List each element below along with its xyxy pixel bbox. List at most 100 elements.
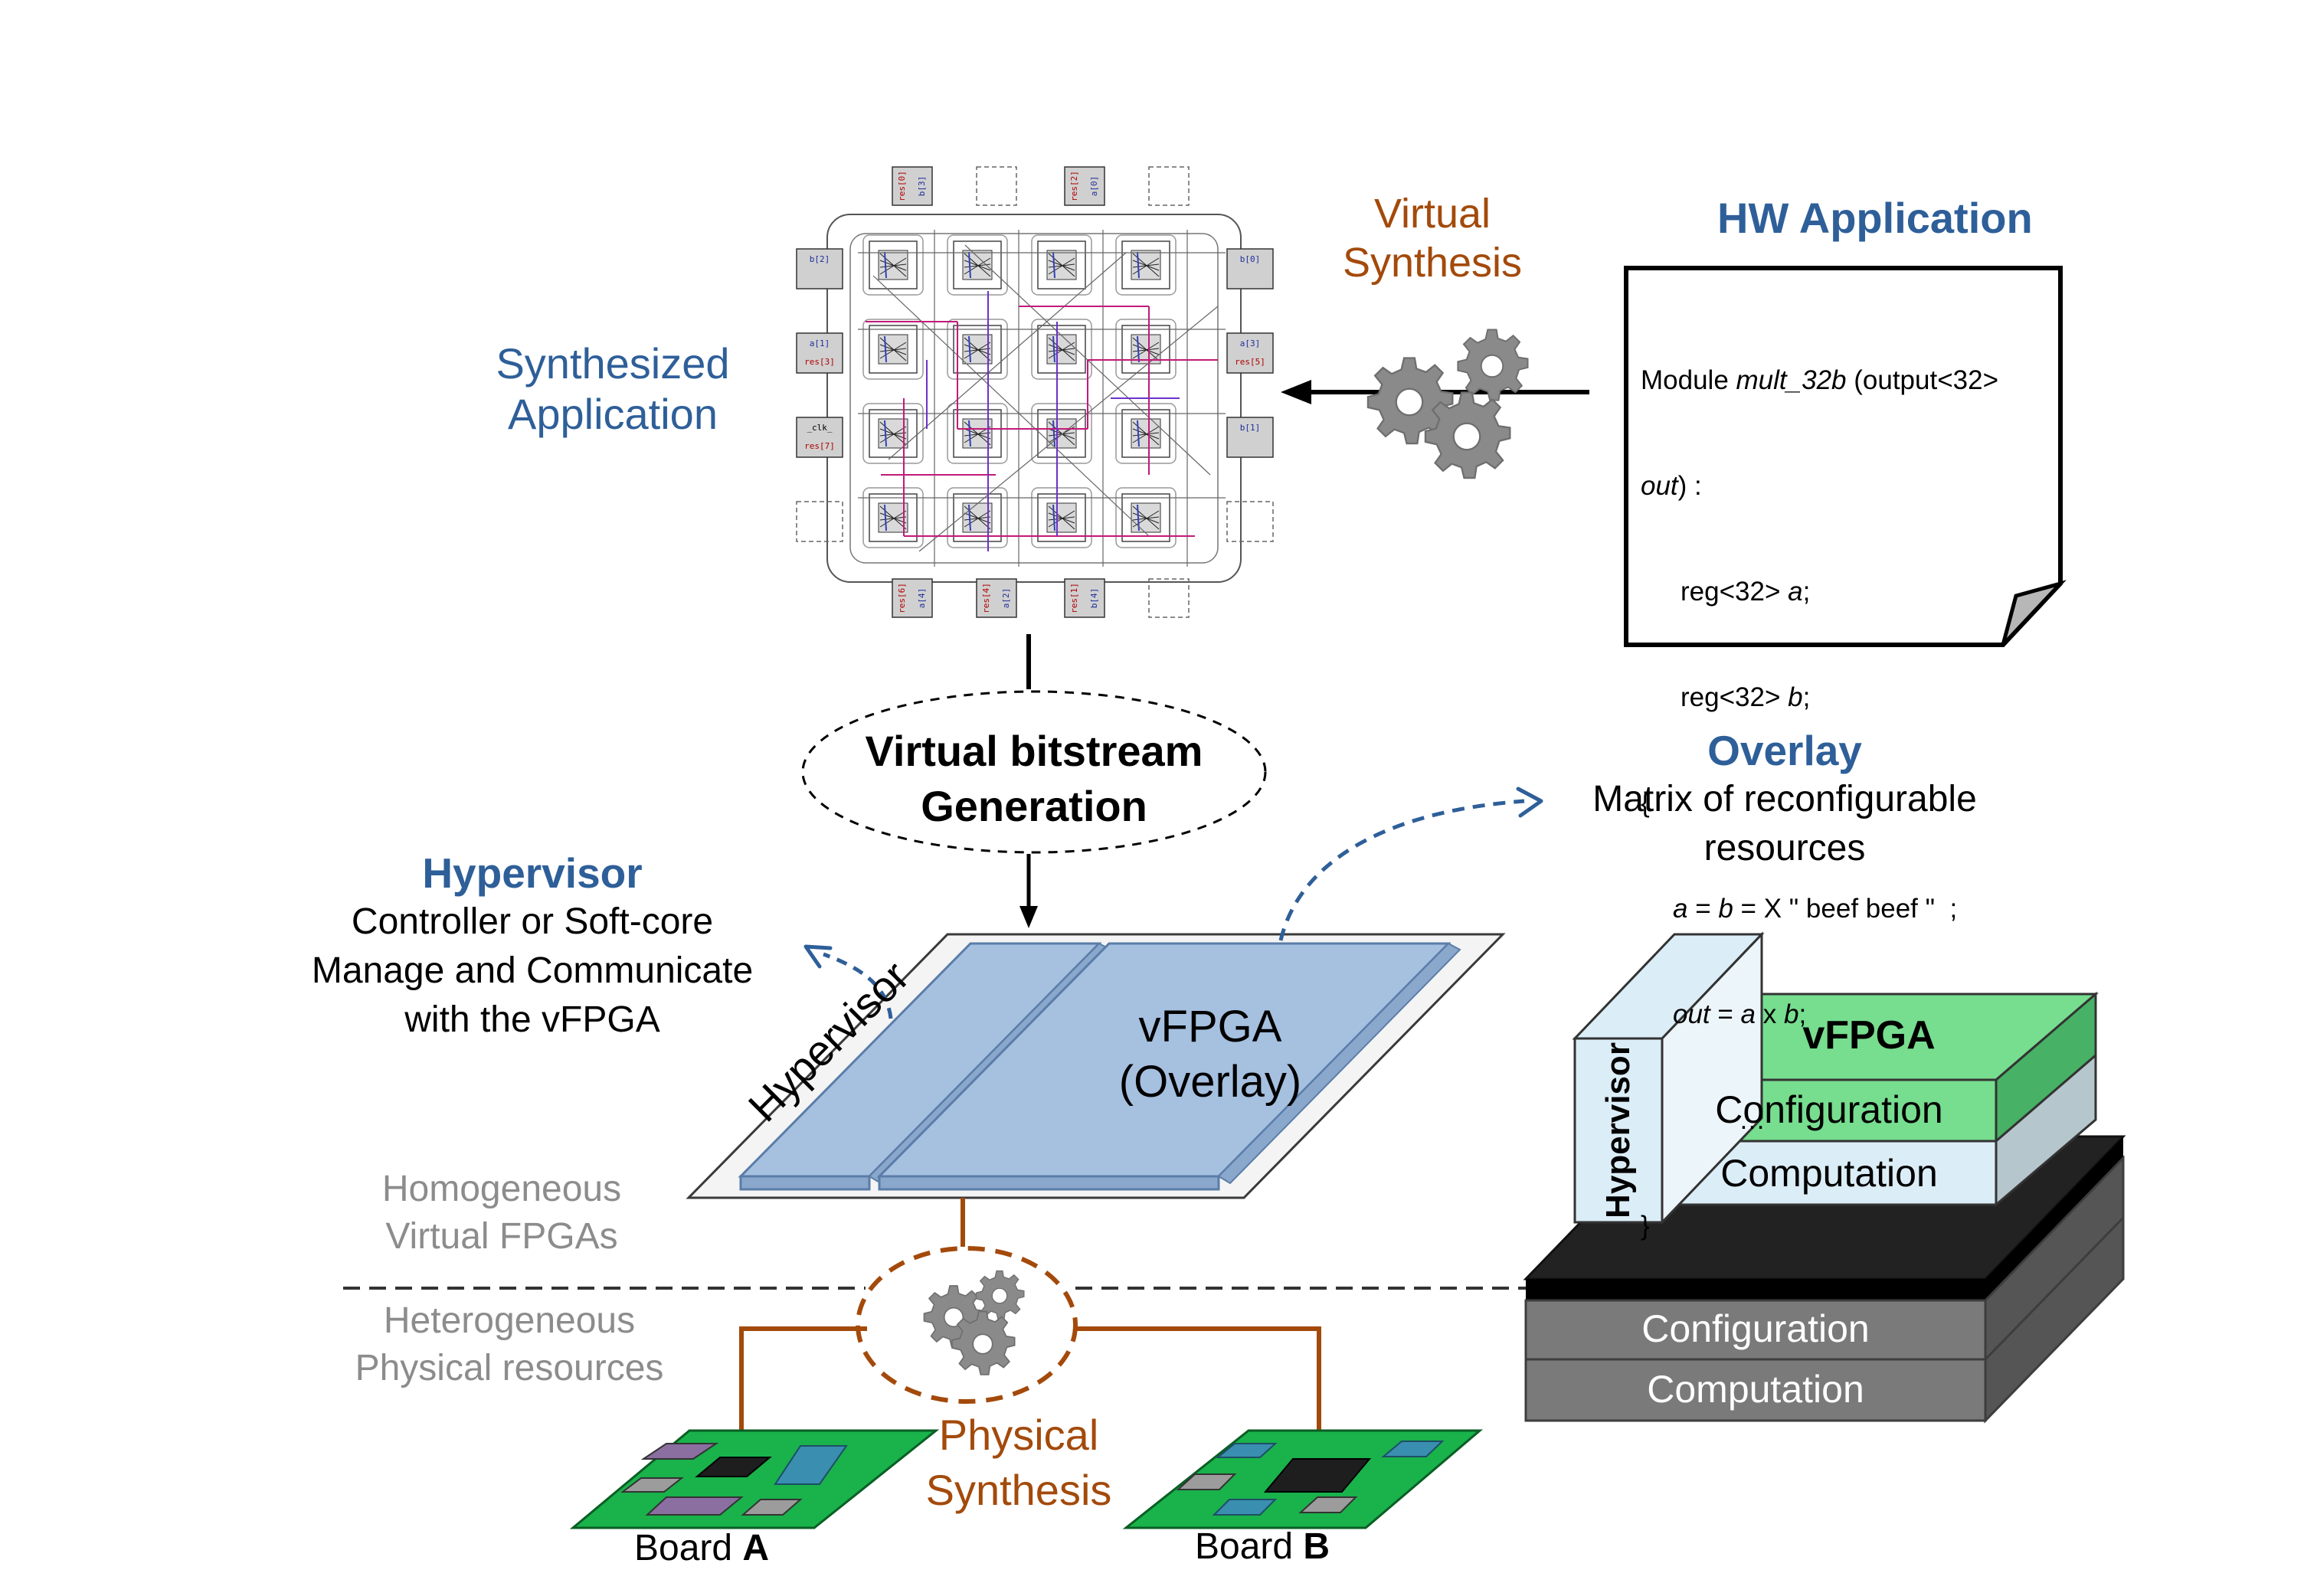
overlay-line2: resources — [1703, 828, 1866, 868]
routing-wire — [888, 252, 1127, 460]
vfpga-platform — [686, 933, 1506, 1199]
io-pad-empty — [1226, 501, 1274, 542]
code-text: x — [1756, 999, 1784, 1029]
code-line: reg<32> a; — [1641, 574, 1998, 610]
io-pin-label: _clk_ — [807, 423, 832, 433]
io-pin-label: b[1] — [1240, 423, 1261, 433]
synthesized-fpga-map: res[0]b[3]res[2]a[0]res[6]a[4]res[4]a[2]… — [796, 166, 1274, 618]
code-text: reg<32> — [1681, 682, 1789, 712]
lut-net — [1137, 420, 1140, 447]
heterogeneous-line1: Heterogeneous — [383, 1300, 636, 1341]
hypervisor-pointer — [823, 952, 893, 1019]
hw-application-document — [1624, 266, 2067, 647]
code-line: Module mult_32b (output<32> — [1641, 363, 1998, 398]
code-text: ; — [1798, 999, 1807, 1029]
io-pin-label: res[2] — [1069, 171, 1079, 201]
code-line: a = b = X " beef beef " ; — [1641, 891, 1998, 927]
heterogeneous-line2: Physical resources — [355, 1348, 664, 1388]
io-pin-label: res[4] — [981, 583, 991, 613]
io-pin-label: res[6] — [897, 583, 907, 613]
code-var: a — [1740, 999, 1756, 1029]
synthesized-application-line1: Synthesized — [496, 339, 730, 388]
heterogeneous-label: Heterogeneous Physical resources — [322, 1297, 697, 1392]
io-pad-empty — [976, 166, 1017, 206]
virtual-synthesis-gears-icon — [1366, 329, 1529, 479]
io-pin-label: b[2] — [810, 254, 830, 264]
code-text: = — [1687, 894, 1719, 924]
map-inner-frame — [849, 233, 1219, 564]
clb-outline — [947, 234, 1008, 296]
lut-net — [1137, 335, 1140, 363]
clb-outline — [947, 403, 1008, 464]
lut-net — [968, 251, 971, 279]
code-var: b — [1783, 999, 1799, 1029]
synthesized-application-label: Synthesized Application — [460, 338, 766, 440]
lut-net — [1052, 251, 1055, 279]
overlay-title: Overlay — [1707, 727, 1862, 774]
clb-outline — [947, 487, 1008, 548]
virtual-synthesis-label: Virtual Synthesis — [1317, 190, 1547, 287]
io-pin-label: a[0] — [1089, 176, 1099, 197]
lut-wire — [964, 510, 991, 528]
code-text: reg<32> — [1681, 577, 1789, 607]
code-var: a — [1788, 577, 1803, 607]
io-pad — [796, 248, 843, 289]
code-line: … — [1739, 1105, 1766, 1135]
code-var: b — [1718, 894, 1733, 924]
clb-outline — [1115, 319, 1177, 380]
code-text: Module — [1641, 365, 1736, 395]
io-pad — [796, 417, 843, 458]
io-pad — [892, 578, 933, 618]
io-pin-label: b[3] — [917, 176, 927, 197]
code-line: reg<32> b; — [1641, 680, 1998, 715]
io-pad-empty — [1148, 166, 1190, 206]
virtual-synthesis-line2: Synthesis — [1342, 239, 1523, 286]
hypervisor-note: Hypervisor Controller or Soft-core Manag… — [283, 849, 781, 1045]
clb-outline — [1031, 234, 1092, 296]
clb-outline — [1031, 403, 1092, 464]
clb-outline — [1115, 234, 1177, 296]
homogeneous-label: Homogeneous Virtual FPGAs — [329, 1166, 674, 1261]
io-pad — [1226, 417, 1274, 458]
lut-net — [884, 335, 887, 363]
io-pin-label: res[0] — [897, 171, 907, 201]
stack-virtual-computation: Computation — [1720, 1152, 1938, 1195]
hw-application-code: Module mult_32b (output<32> out) : reg<3… — [1641, 293, 1998, 1279]
io-pin-label: a[3] — [1240, 338, 1261, 348]
stack-vfpga-label: vFPGA — [1802, 1013, 1936, 1058]
bitstream-to-platform-arrowhead — [1019, 906, 1038, 928]
code-text: ) : — [1677, 471, 1702, 501]
overlay-line1: Matrix of reconfigurable — [1592, 779, 1977, 819]
hypervisor-note-line2: Manage and Communicate — [311, 950, 754, 991]
board-b-label: Board B — [1195, 1526, 1330, 1569]
io-pad-empty — [796, 501, 843, 542]
io-pad-empty — [1148, 578, 1190, 618]
board-b — [1122, 1429, 1484, 1529]
io-pin-label: a[2] — [1001, 588, 1011, 609]
code-line: out) : — [1641, 469, 1998, 504]
synthesis-arrowhead — [1281, 380, 1311, 404]
lut-net — [1052, 504, 1055, 531]
hypervisor-note-line3: with the vFPGA — [404, 999, 660, 1040]
board-a-label: Board A — [634, 1527, 769, 1571]
lut-wire — [1132, 342, 1160, 359]
clb-outline — [862, 487, 924, 548]
lut-net — [968, 420, 971, 447]
lut-net — [1137, 251, 1140, 279]
lut-net — [1052, 335, 1055, 363]
platform-vfpga-label: vFPGA (Overlay) — [1038, 999, 1383, 1110]
bitstream-label: Virtual bitstream Generation — [804, 724, 1264, 834]
platform-vfpga-line2: (Overlay) — [1118, 1057, 1302, 1107]
logic-block — [1037, 240, 1086, 289]
code-var: b — [1788, 682, 1803, 712]
io-pin-label: res[1] — [1069, 583, 1079, 613]
physical-synthesis-gears-icon — [923, 1270, 1025, 1375]
overlay-pointer-head — [1516, 787, 1543, 818]
code-module-name: mult_32b — [1736, 365, 1847, 395]
logic-block — [953, 409, 1002, 458]
lut-wire — [879, 257, 907, 275]
physical-synthesis-label: Physical Synthesis — [896, 1408, 1141, 1518]
clb-outline — [1115, 487, 1177, 548]
